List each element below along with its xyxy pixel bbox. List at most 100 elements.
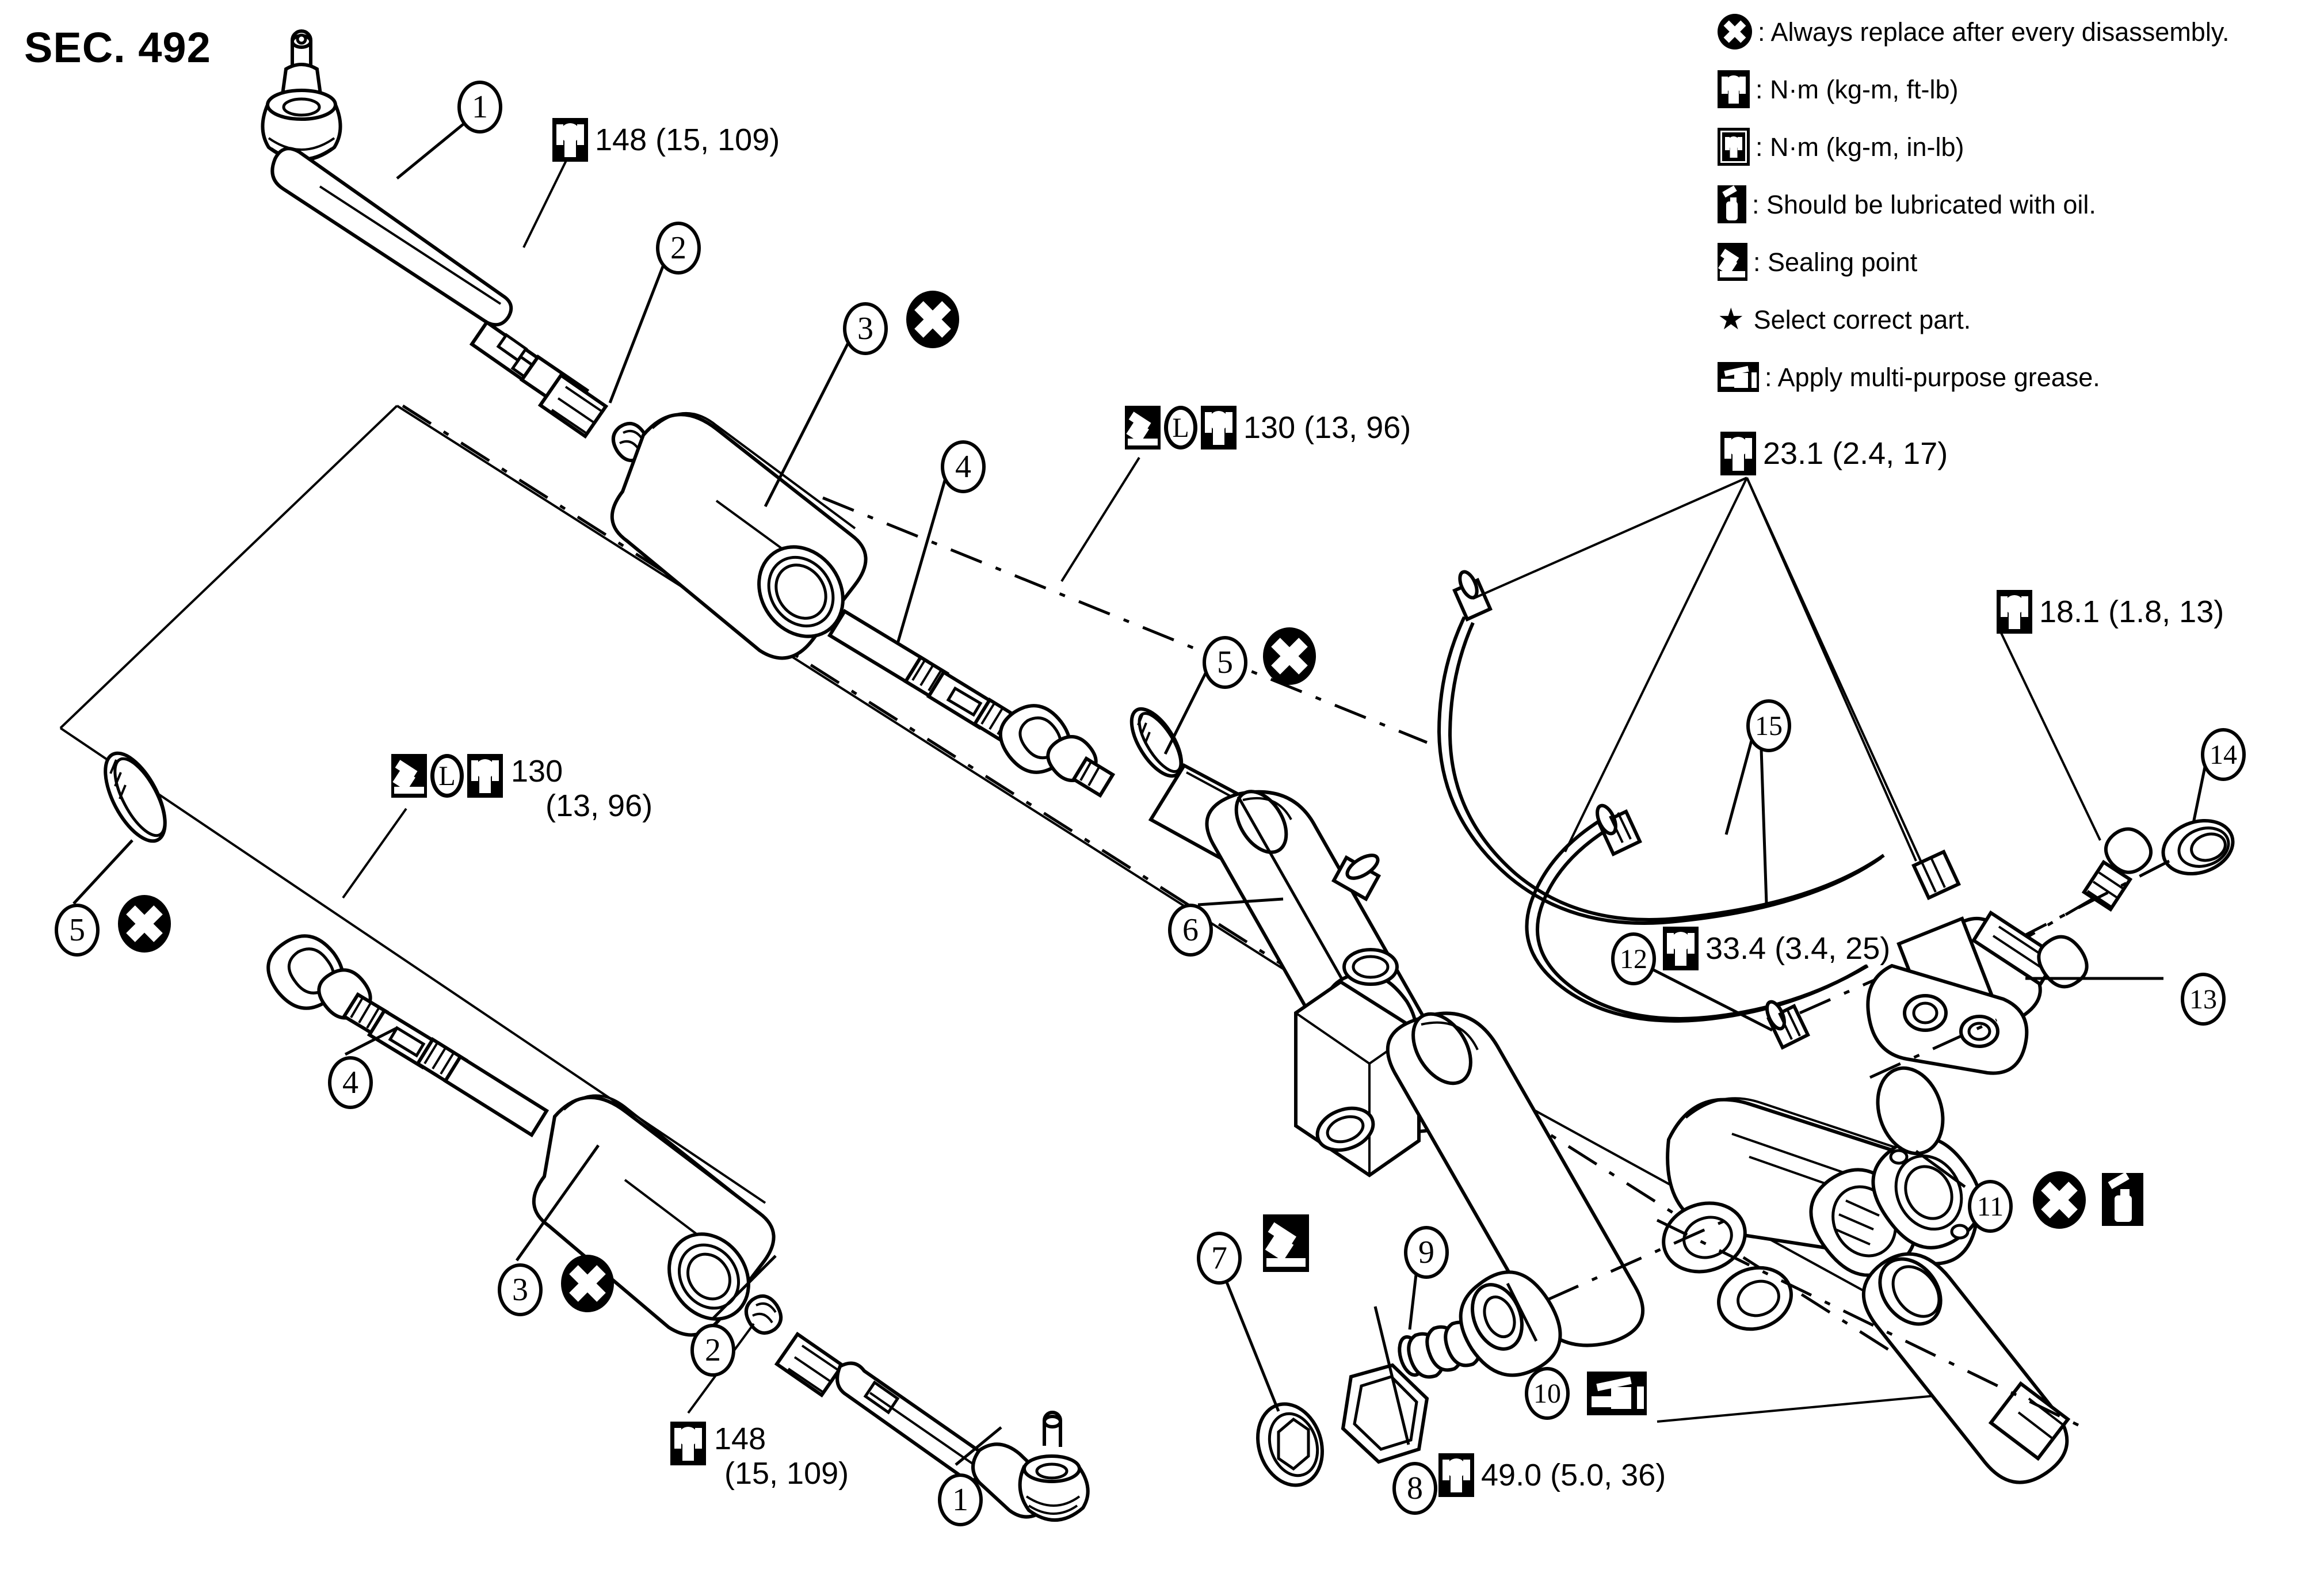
torque-label-inner-tie-rod-top: L 130 (13, 96) (1125, 406, 1411, 450)
page-title: SEC. 492 (24, 24, 211, 71)
callout-13[interactable]: 13 (2181, 973, 2226, 1026)
torque-value: 33.4 (3.4, 25) (1705, 931, 1891, 966)
torque-value-line1: 130 (511, 754, 563, 788)
sealant-icon (1718, 243, 1747, 281)
callout-7[interactable]: 7 (1197, 1232, 1242, 1285)
torque-value-line2: (13, 96) (545, 788, 653, 824)
callout-number: 6 (1182, 912, 1199, 948)
legend-label: : Should be lubricated with oil. (1752, 189, 2096, 219)
torque-label-outer-tie-rod-bottom: 148 (15, 109) (670, 1422, 849, 1491)
star-icon: ★ (1718, 303, 1745, 336)
callout-number: 12 (1620, 943, 1647, 974)
mark-oil-11 (2102, 1172, 2143, 1226)
callout-2-bottom[interactable]: 2 (690, 1324, 735, 1377)
wrench-nm-ftlb-icon (552, 118, 588, 162)
callout-2-top[interactable]: 2 (656, 222, 701, 275)
callout-9[interactable]: 9 (1404, 1226, 1449, 1279)
callout-1-bottom[interactable]: 1 (938, 1473, 983, 1526)
callout-14[interactable]: 14 (2201, 728, 2246, 781)
callout-11[interactable]: 11 (1968, 1180, 2013, 1233)
callout-3-top[interactable]: 3 (843, 302, 888, 355)
locking-L-icon: L (430, 754, 464, 798)
callout-number: 7 (1211, 1240, 1227, 1276)
callout-4-top[interactable]: 4 (941, 440, 986, 493)
legend-label: Select correct part. (1753, 304, 1971, 334)
torque-label-line-fitting: 33.4 (3.4, 25) (1663, 927, 1890, 970)
locking-L-icon: L (1164, 406, 1197, 450)
legend-item-torque-inlb: : N·m (kg-m, in-lb) (1718, 118, 2322, 176)
callout-number: 8 (1407, 1471, 1423, 1506)
legend-item-oil: : Should be lubricated with oil. (1718, 176, 2322, 233)
sealant-icon (391, 754, 427, 798)
callout-number: 2 (670, 230, 686, 266)
legend: : Always replace after every disassembly… (1718, 3, 2322, 406)
mark-replace-3-bottom (561, 1255, 614, 1312)
torque-value: 148 (15, 109) (595, 123, 780, 157)
oil-can-icon (1718, 185, 1746, 223)
callout-number: 3 (857, 311, 873, 346)
callout-15[interactable]: 15 (1746, 699, 1791, 752)
mark-grease-10 (1587, 1372, 1647, 1415)
wrench-nm-ftlb-icon (1997, 590, 2032, 634)
wrench-nm-ftlb-icon (1720, 432, 1756, 475)
torque-value: 18.1 (1.8, 13) (2039, 595, 2224, 629)
replace-x-icon (1718, 14, 1752, 49)
mark-replace-5-mid (1263, 627, 1316, 685)
callout-5-left[interactable]: 5 (55, 904, 100, 957)
callout-number: 5 (1217, 645, 1233, 680)
callout-number: 10 (1533, 1378, 1561, 1409)
callout-10[interactable]: 10 (1525, 1367, 1570, 1420)
torque-value: 130 (13, 96) (1243, 410, 1411, 445)
legend-label: : Apply multi-purpose grease. (1765, 362, 2100, 392)
torque-label-outer-tie-rod-top: 148 (15, 109) (552, 118, 780, 162)
callout-number: 1 (472, 89, 488, 125)
legend-item-torque-ftlb: : N·m (kg-m, ft-lb) (1718, 60, 2322, 118)
torque-label-inner-tie-rod-left: L 130 (13, 96) (391, 754, 652, 824)
callout-8[interactable]: 8 (1392, 1462, 1437, 1515)
callout-4-bottom[interactable]: 4 (328, 1056, 373, 1109)
mark-sealant-7 (1263, 1214, 1309, 1272)
legend-item-grease: : Apply multi-purpose grease. (1718, 348, 2322, 406)
callout-number: 15 (1755, 710, 1783, 741)
callout-number: 14 (2209, 739, 2237, 770)
legend-label: : Always replace after every disassembly… (1758, 17, 2230, 47)
torque-label-bracket-bolt: 18.1 (1.8, 13) (1997, 590, 2224, 634)
legend-label: : N·m (kg-m, ft-lb) (1756, 74, 1959, 104)
mark-replace-5-left (118, 895, 171, 953)
wrench-nm-ftlb-icon (1718, 70, 1750, 108)
legend-item-select-part: ★ Select correct part. (1718, 291, 2322, 348)
callout-6[interactable]: 6 (1168, 904, 1213, 957)
wrench-nm-ftlb-icon (467, 754, 503, 798)
callout-5-mid[interactable]: 5 (1203, 636, 1247, 689)
torque-label-pipe-clamp: 23.1 (2.4, 17) (1720, 432, 1948, 475)
callout-number: 2 (705, 1332, 721, 1368)
legend-item-replace: : Always replace after every disassembly… (1718, 3, 2322, 60)
grease-gun-icon (1718, 362, 1759, 392)
torque-value-line1: 148 (714, 1422, 766, 1456)
callout-number: 13 (2189, 984, 2217, 1015)
callout-number: 4 (342, 1065, 358, 1100)
torque-value-line2: (15, 109) (724, 1456, 849, 1491)
callout-number: 3 (512, 1272, 528, 1308)
torque-value: 23.1 (2.4, 17) (1763, 436, 1948, 471)
legend-item-sealant: : Sealing point (1718, 233, 2322, 291)
callout-number: 4 (955, 449, 971, 485)
mark-replace-3-top (906, 291, 959, 348)
callout-3-bottom[interactable]: 3 (498, 1263, 543, 1316)
callout-number: 1 (952, 1482, 968, 1518)
torque-label-lock-nut: 49.0 (5.0, 36) (1438, 1453, 1666, 1497)
callout-number: 11 (1976, 1191, 2004, 1222)
wrench-nm-ftlb-icon (1201, 406, 1237, 450)
legend-label: : N·m (kg-m, in-lb) (1756, 132, 1964, 162)
callout-1-top[interactable]: 1 (457, 81, 502, 134)
legend-label: : Sealing point (1753, 247, 1918, 277)
wrench-nm-ftlb-icon (1438, 1453, 1474, 1497)
torque-value: 49.0 (5.0, 36) (1481, 1458, 1666, 1492)
wrench-nm-ftlb-icon (670, 1422, 706, 1465)
mark-replace-11 (2033, 1171, 2086, 1229)
callout-number: 9 (1418, 1235, 1434, 1270)
wrench-nm-inlb-icon (1718, 128, 1750, 166)
callout-12[interactable]: 12 (1611, 932, 1656, 985)
callout-number: 5 (69, 912, 85, 948)
